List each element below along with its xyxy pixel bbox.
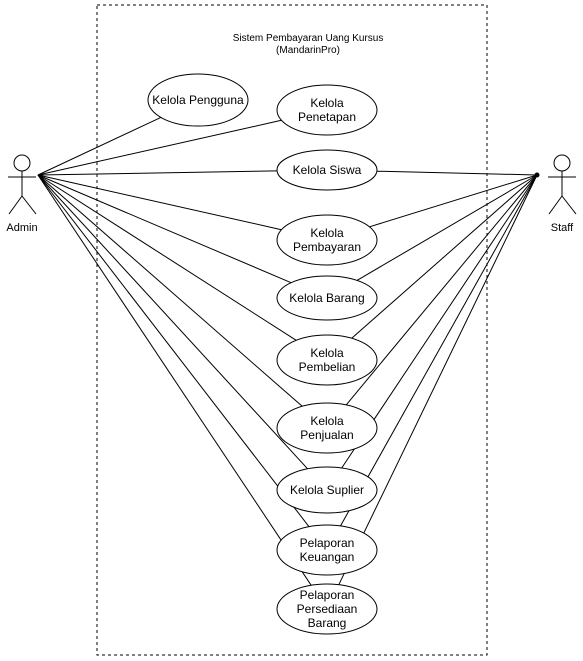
actor-admin-right-leg bbox=[21, 195, 37, 215]
association-staff-pelaporan-persediaan-barang bbox=[338, 174, 538, 585]
association-admin-kelola-barang bbox=[37, 174, 292, 284]
use-case-ellipse bbox=[276, 466, 378, 514]
use-case-ellipse bbox=[276, 149, 378, 191]
use-case-label: Kelola Suplier bbox=[290, 483, 364, 497]
system-title-line2: (MandarinPro) bbox=[276, 45, 340, 56]
actor-staff[interactable]: Staff bbox=[548, 154, 577, 234]
association-admin-kelola-pengguna bbox=[37, 116, 162, 176]
actor-staff-right-leg bbox=[561, 195, 577, 215]
system-boundary bbox=[96, 4, 488, 656]
association-admin-pelaporan-persediaan-barang bbox=[37, 174, 312, 586]
association-staff-kelola-pembayaran bbox=[369, 174, 538, 228]
use-case-ellipse bbox=[276, 214, 378, 266]
association-admin-pelaporan-keuangan bbox=[37, 174, 310, 528]
association-admin-kelola-penetapan bbox=[37, 119, 282, 176]
use-case-label: Kelola Barang bbox=[289, 291, 364, 305]
use-case-label: Pembelian bbox=[299, 360, 356, 374]
use-case-ellipse bbox=[147, 73, 249, 127]
use-case-label: Barang bbox=[308, 616, 347, 630]
use-case-label: Kelola Pengguna bbox=[152, 93, 244, 107]
association-staff-kelola-penjualan bbox=[345, 174, 538, 406]
association-staff-kelola-pembelian bbox=[351, 174, 538, 339]
use-case-ellipse bbox=[276, 84, 378, 136]
actor-staff-head bbox=[553, 154, 571, 172]
use-case-label: Kelola bbox=[310, 414, 344, 428]
actor-staff-label: Staff bbox=[551, 222, 574, 234]
use-case-label: Pelaporan bbox=[300, 588, 355, 602]
use-case-label: Kelola bbox=[310, 346, 344, 360]
use-case-kelola-barang[interactable]: Kelola Barang bbox=[276, 275, 378, 321]
actor-staff-left-leg bbox=[548, 195, 563, 215]
use-case-label: Kelola bbox=[310, 226, 344, 240]
use-case-ellipse bbox=[276, 583, 378, 635]
use-case-label: Kelola Siswa bbox=[293, 163, 362, 177]
use-case-ellipse bbox=[276, 524, 378, 576]
actor-admin-head bbox=[13, 154, 31, 172]
actor-admin[interactable]: Admin bbox=[6, 154, 38, 234]
use-case-label: Pembayaran bbox=[293, 240, 361, 254]
use-case-kelola-suplier[interactable]: Kelola Suplier bbox=[276, 466, 378, 514]
association-admin-kelola-siswa bbox=[37, 170, 278, 176]
use-case-ellipse bbox=[276, 402, 378, 454]
use-case-label: Penjualan bbox=[300, 428, 353, 442]
use-case-ellipse bbox=[276, 275, 378, 321]
association-admin-kelola-pembelian bbox=[37, 174, 297, 341]
use-case-label: Pelaporan bbox=[300, 536, 355, 550]
association-staff-pelaporan-keuangan bbox=[340, 174, 538, 527]
actor-admin-left-leg bbox=[8, 195, 23, 215]
use-case-kelola-pengguna[interactable]: Kelola Pengguna bbox=[147, 73, 249, 127]
association-staff-kelola-barang bbox=[356, 174, 538, 281]
association-admin-kelola-suplier bbox=[37, 174, 308, 470]
use-case-label: Keuangan bbox=[300, 550, 355, 564]
system-title-line1: Sistem Pembayaran Uang Kursus bbox=[233, 33, 384, 44]
actor-admin-label: Admin bbox=[6, 222, 37, 234]
association-staff-kelola-siswa bbox=[376, 170, 538, 176]
association-lines bbox=[37, 116, 538, 586]
use-case-kelola-siswa[interactable]: Kelola Siswa bbox=[276, 149, 378, 191]
association-admin-kelola-penjualan bbox=[37, 174, 303, 407]
use-case-label: Persediaan bbox=[297, 602, 358, 616]
use-case-label: Kelola bbox=[310, 96, 344, 110]
use-case-ellipse bbox=[276, 334, 378, 386]
use-case-label: Penetapan bbox=[298, 110, 356, 124]
staff-connection-dot bbox=[534, 172, 540, 178]
association-admin-kelola-pembayaran bbox=[37, 174, 282, 231]
